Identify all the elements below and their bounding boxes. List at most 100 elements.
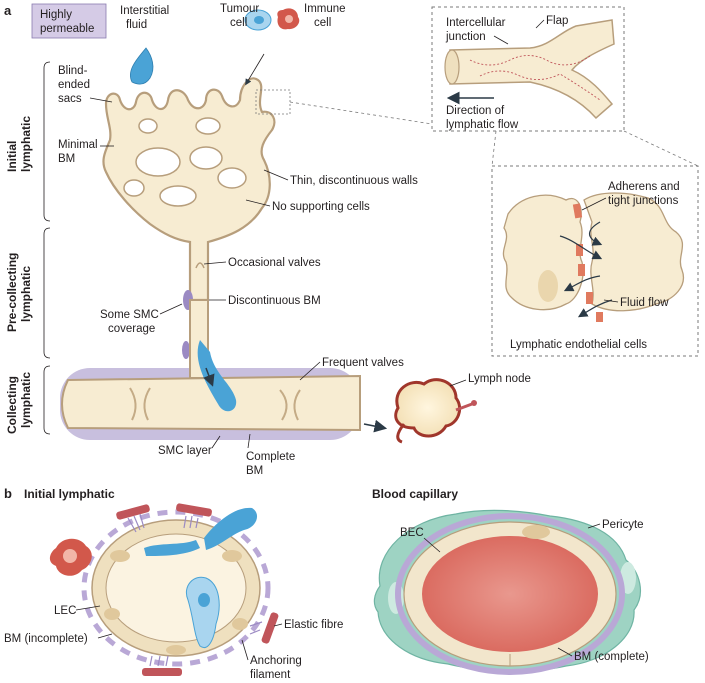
label-frequent-valves: Frequent valves [299, 357, 404, 381]
svg-text:Highly: Highly [40, 9, 72, 21]
side-label-initial: Initial lymphatic [5, 116, 33, 172]
label-bm-complete: BM (complete) [557, 647, 649, 663]
svg-text:Adherens and: Adherens and [608, 181, 680, 193]
svg-text:Frequent valves: Frequent valves [322, 357, 404, 369]
bracket-precollecting [43, 227, 51, 359]
svg-text:fluid: fluid [126, 19, 147, 31]
svg-text:BM: BM [246, 465, 263, 477]
label-bm-incomplete: BM (incomplete) [4, 633, 113, 645]
label-discontinuous-bm: Discontinuous BM [208, 295, 321, 307]
tumour-cell [244, 9, 272, 31]
initial-lymphatic-tree [102, 77, 276, 302]
panel-a-letter: a [4, 3, 12, 18]
label-anchoring-filament: Anchoring filament [241, 639, 302, 681]
label-lec: LEC [54, 605, 101, 617]
label-flap: Flap [535, 15, 568, 29]
label-adherens: Adherens and tight junctions [581, 181, 680, 211]
svg-text:Fluid flow: Fluid flow [620, 297, 669, 309]
label-minimal-bm: Minimal BM [58, 139, 114, 165]
svg-text:LEC: LEC [54, 605, 76, 617]
svg-text:lymphatic: lymphatic [19, 266, 33, 322]
svg-text:Collecting: Collecting [5, 376, 19, 434]
to-node-arrow [363, 419, 388, 433]
svg-text:lymphatic flow: lymphatic flow [446, 119, 519, 131]
collecting-vessel [60, 299, 361, 440]
cell-entry-arrow [245, 53, 265, 86]
svg-text:SMC layer: SMC layer [158, 445, 212, 457]
svg-text:junction: junction [445, 31, 486, 43]
svg-text:ended: ended [58, 79, 90, 91]
bracket-initial [43, 61, 51, 222]
label-fluid-flow: Fluid flow [603, 297, 669, 309]
svg-text:Minimal: Minimal [58, 139, 98, 151]
svg-text:Tumour: Tumour [220, 3, 259, 15]
svg-text:sacs: sacs [58, 93, 82, 105]
svg-text:BM (complete): BM (complete) [574, 651, 649, 663]
interstitial-fluid-droplet [130, 47, 154, 85]
label-elastic-fibre: Elastic fibre [273, 619, 343, 631]
svg-text:BM: BM [58, 153, 75, 165]
svg-text:Flap: Flap [546, 15, 568, 27]
zoom-line-3 [623, 130, 699, 167]
panel-b-left-title: Initial lymphatic [24, 487, 115, 501]
svg-text:cell: cell [230, 17, 247, 29]
svg-text:lymphatic: lymphatic [19, 116, 33, 172]
flow-arrow [203, 367, 215, 387]
svg-text:Occasional valves: Occasional valves [228, 257, 321, 269]
label-occasional-valves: Occasional valves [203, 257, 321, 269]
label-complete-bm: Complete BM [246, 433, 295, 477]
svg-text:cell: cell [314, 17, 331, 29]
lymph-node [394, 378, 477, 444]
label-no-supporting-cells: No supporting cells [245, 199, 370, 213]
inset-lec-frame [491, 165, 699, 357]
svg-text:Blind-: Blind- [58, 65, 88, 77]
anchoring-filaments [116, 503, 279, 676]
svg-text:Interstitial: Interstitial [120, 5, 169, 17]
label-intercellular-junction: Intercellular junction [445, 17, 509, 45]
tumour-cell-entering [186, 576, 220, 648]
label-blind-ended-sacs: Blind- ended sacs [58, 65, 113, 105]
immune-cell [277, 8, 300, 30]
inset-junction-frame [431, 6, 625, 132]
svg-text:BM (incomplete): BM (incomplete) [4, 633, 88, 645]
fluid-channel [144, 540, 200, 556]
bracket-collecting [43, 365, 51, 435]
svg-text:lymphatic: lymphatic [19, 372, 33, 428]
smc-cell [182, 341, 190, 359]
junction-vessel [444, 19, 615, 120]
svg-text:Direction of: Direction of [446, 105, 505, 117]
side-label-precollecting: Pre-collecting lymphatic [5, 253, 33, 332]
svg-text:Thin, discontinuous walls: Thin, discontinuous walls [290, 175, 418, 187]
side-label-collecting: Collecting lymphatic [5, 372, 33, 434]
svg-text:No supporting cells: No supporting cells [272, 201, 370, 213]
svg-text:Complete: Complete [246, 451, 295, 463]
label-thin-walls: Thin, discontinuous walls [263, 169, 418, 187]
svg-text:Pericyte: Pericyte [602, 519, 644, 531]
label-some-smc: Some SMC coverage [100, 303, 183, 335]
svg-text:Elastic fibre: Elastic fibre [284, 619, 343, 631]
label-direction: Direction of lymphatic flow [446, 105, 519, 131]
svg-text:filament: filament [250, 669, 291, 681]
svg-text:tight junctions: tight junctions [608, 195, 679, 207]
label-tumour-cell: Tumour cell [220, 3, 259, 29]
occasional-valve [195, 262, 205, 269]
svg-text:Immune: Immune [304, 3, 346, 15]
svg-text:coverage: coverage [108, 323, 155, 335]
highly-permeable-box: Highly permeable [31, 3, 107, 39]
blood-capillary-cross-section [373, 509, 642, 675]
label-smc-layer: SMC layer [158, 435, 221, 457]
svg-text:BEC: BEC [400, 527, 424, 539]
zoom-line [289, 101, 433, 125]
svg-text:Lymph node: Lymph node [468, 373, 531, 385]
immune-cell-b [49, 538, 92, 576]
panel-b-right-title: Blood capillary [372, 487, 458, 501]
label-interstitial-fluid: Interstitial fluid [120, 5, 169, 31]
label-pericyte: Pericyte [587, 519, 644, 531]
svg-text:permeable: permeable [40, 23, 94, 35]
label-bec: BEC [400, 527, 441, 553]
label-lec-caption: Lymphatic endothelial cells [510, 339, 647, 351]
svg-text:Intercellular: Intercellular [446, 17, 506, 29]
svg-text:Initial: Initial [5, 141, 19, 172]
lymph-fluid-collecting [197, 340, 237, 412]
